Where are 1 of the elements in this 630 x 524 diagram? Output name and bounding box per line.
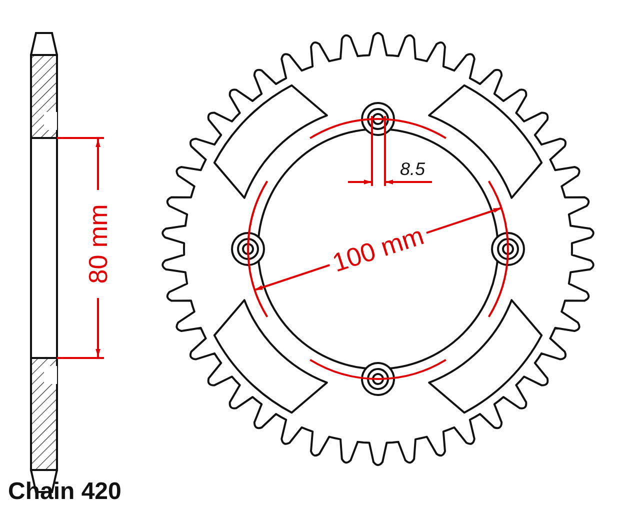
dimension-label: 8.5 bbox=[400, 160, 426, 178]
